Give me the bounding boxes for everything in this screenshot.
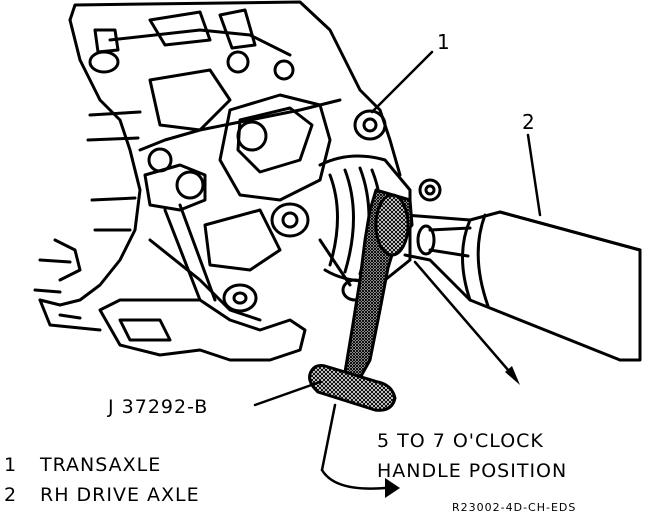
callout-2: 2: [522, 110, 536, 134]
handle-arc: [320, 468, 387, 490]
legend-item-1-text: TRANSAXLE: [40, 454, 162, 476]
callout-handle-line2: HANDLE POSITION: [377, 460, 568, 482]
figure-code: R23002-4D-CH-EDS: [452, 501, 577, 514]
handle-arc-line: [320, 403, 337, 472]
legend-item-1-number: 1: [4, 454, 18, 476]
leader-2: [526, 133, 542, 217]
legend-item-2-number: 2: [4, 484, 18, 506]
transaxle-housing: [33, 0, 442, 362]
drive-axle: [403, 210, 642, 362]
leader-handle-arrow: [505, 366, 520, 385]
leader-handle: [413, 260, 517, 380]
callout-tool: J 37292-B: [108, 396, 209, 418]
leader-tool: [253, 380, 322, 407]
callout-handle-line1: 5 TO 7 O'CLOCK: [377, 430, 544, 452]
legend-item-2-text: RH DRIVE AXLE: [40, 484, 200, 506]
leader-1: [370, 50, 434, 114]
tool-j37292b: [308, 188, 414, 412]
arrow-head: [385, 478, 400, 498]
callout-1: 1: [437, 30, 451, 54]
